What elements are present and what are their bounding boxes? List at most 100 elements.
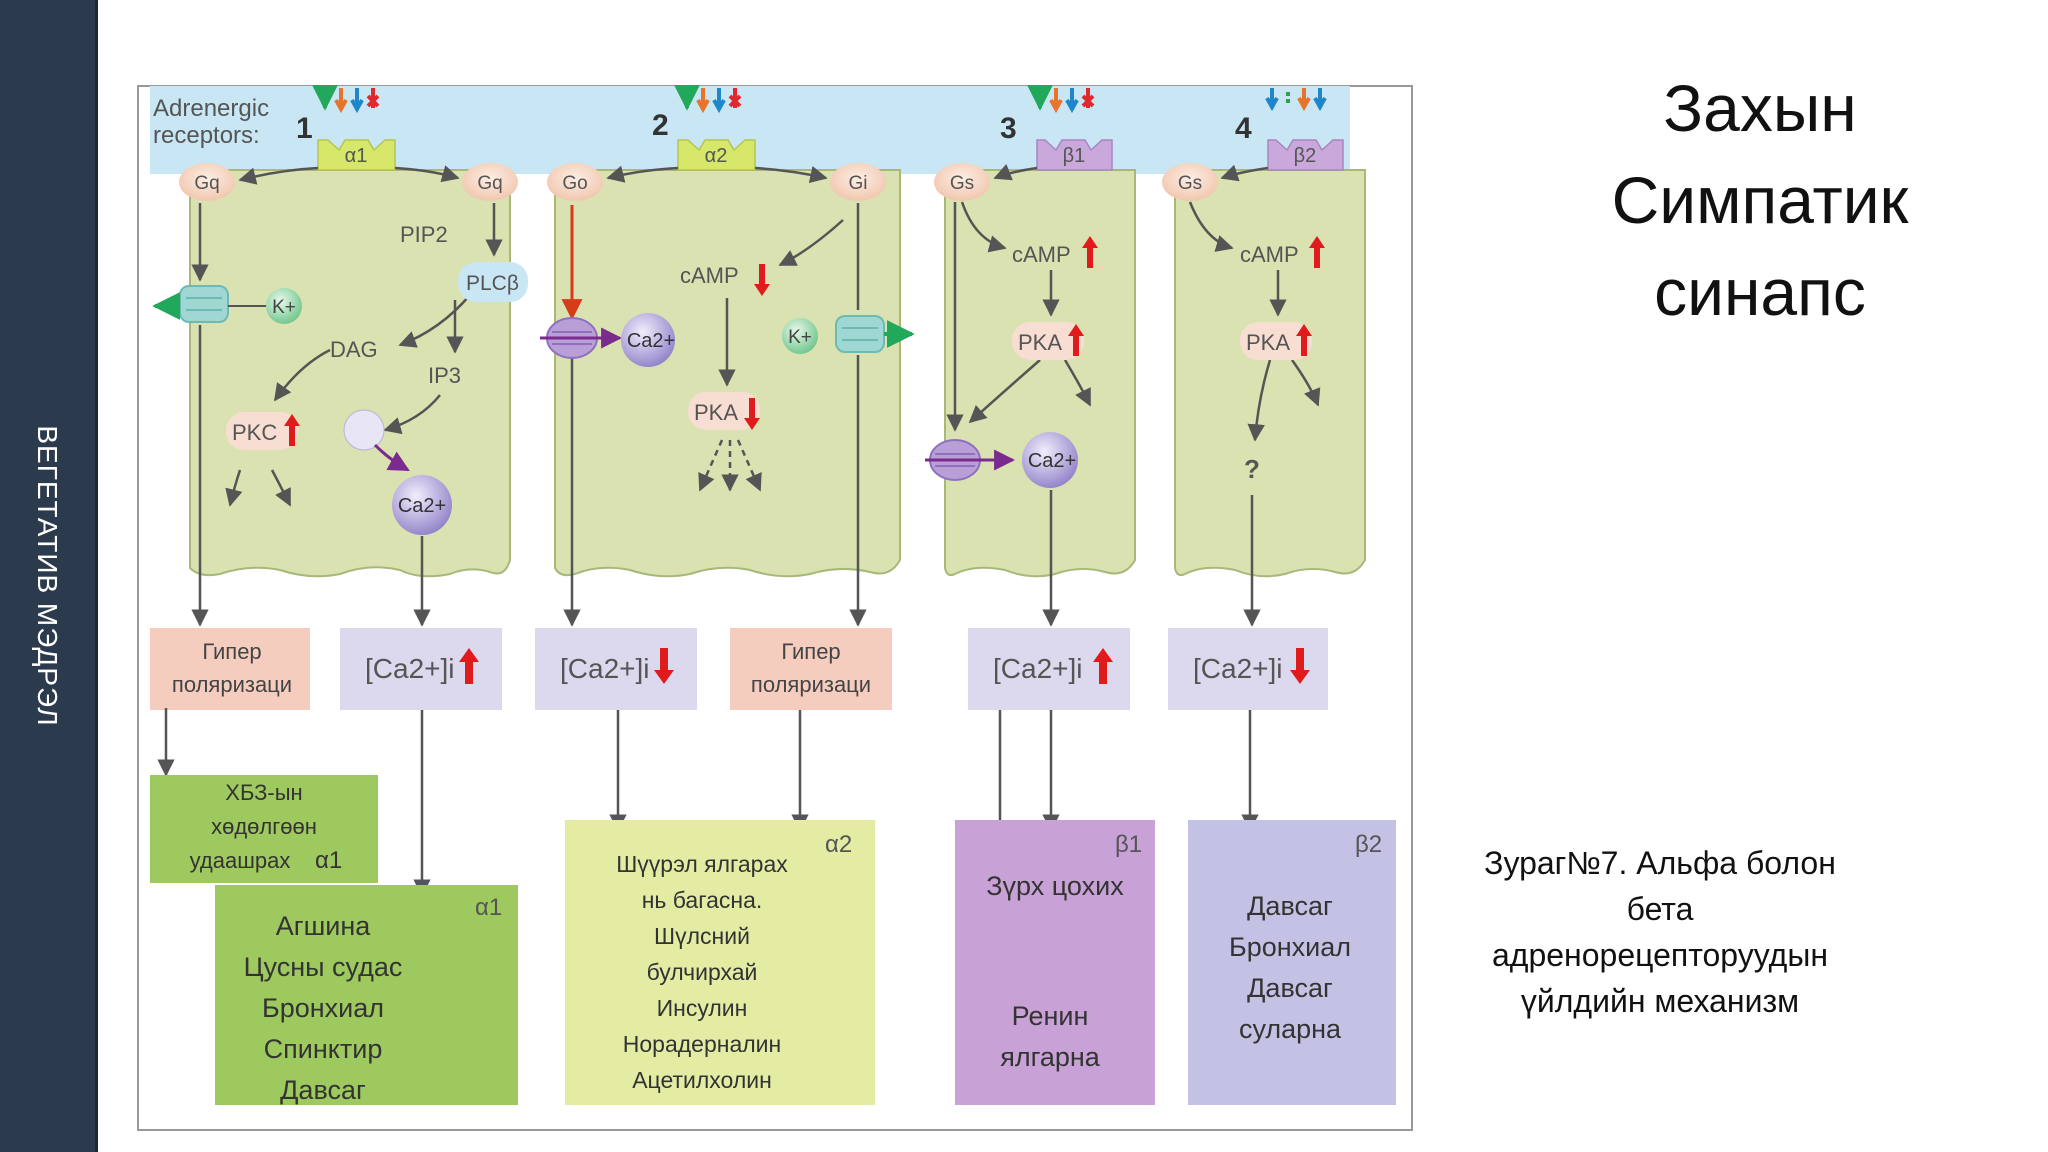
slide-title: Захын Симпатик синапс	[1540, 62, 1980, 338]
beta1-receptor	[1036, 139, 1113, 171]
caption-line: бета	[1626, 891, 1694, 927]
pka-down-arrow-2	[744, 398, 760, 430]
beta1-effects-box	[955, 820, 1155, 1105]
ca-ion-1	[392, 475, 452, 535]
sidebar-title: ВЕГЕТАТИВ МЭДРЭЛ	[32, 425, 63, 727]
ca-ion-2	[621, 313, 675, 367]
camp-label-4: cAMP	[1240, 242, 1299, 267]
col2-pathway-arrows	[563, 203, 867, 627]
pka-up-arrow-4	[1296, 324, 1312, 356]
er-ca-release-arrow	[373, 443, 410, 472]
alpha2-receptor	[677, 139, 756, 171]
pka-bubble-2	[688, 392, 760, 430]
alpha2-receptor-label: α2	[705, 145, 728, 167]
beta2-effect-item: суларна	[1239, 1014, 1342, 1044]
gs-protein-3-label: Gs	[950, 173, 974, 194]
camp-label-3: cAMP	[1012, 242, 1071, 267]
slide-title-line: синапс	[1654, 255, 1866, 329]
beta2-effects-box	[1188, 820, 1396, 1105]
alpha2-effect-item: Шүүрэл ялгарах	[616, 851, 788, 877]
alpha1-effect-item: Давсаг	[280, 1075, 366, 1105]
alpha1-effect-item: Бронхиал	[262, 993, 384, 1023]
unknown-effect-label: ?	[1244, 454, 1260, 484]
beta1-effect-line3: ялгарна	[1000, 1042, 1101, 1072]
alpha2-effect-item: Ацетилхолин	[632, 1067, 772, 1093]
plcb-label: PLCβ	[466, 272, 519, 295]
receptor-gprotein-arrows	[238, 164, 1269, 185]
pka-label-2: PKA	[694, 400, 738, 425]
hyperpolarization-box-1-line1: Гипер	[202, 639, 261, 664]
cns-effect-line1: ХБЗ-ын	[225, 780, 302, 805]
hyperpolarization-box-2	[730, 628, 892, 710]
alpha2-effect-item: Инсулин	[657, 995, 748, 1021]
ligand-arrows-4	[1265, 88, 1327, 112]
alpha1-effect-item: Спинктир	[264, 1034, 383, 1064]
cell-3	[944, 169, 1136, 578]
beta1-receptor-label: β1	[1063, 145, 1086, 167]
pkc-label: PKC	[232, 420, 277, 445]
col4-pathway-arrows	[1188, 201, 1321, 627]
gs-protein-4-label: Gs	[1178, 173, 1202, 194]
cns-effect-line3: удаашрах	[190, 848, 291, 873]
plcb-bubble	[458, 262, 528, 302]
beta1-effects-tag: β1	[1115, 831, 1142, 858]
beta2-receptor-label: β2	[1294, 145, 1317, 167]
alpha1-effects-box	[215, 885, 518, 1105]
gq-protein-right	[462, 163, 518, 201]
go-protein-label: Go	[562, 173, 587, 194]
alpha2-effect-item: булчирхай	[647, 959, 758, 985]
ca-level-box-1	[340, 628, 502, 710]
alpha2-effect-item: Норадерналин	[623, 1031, 781, 1057]
k-ion-1-label: K+	[272, 297, 296, 318]
hyperpolarization-box-1	[150, 628, 310, 710]
alpha1-effects-tag: α1	[475, 894, 502, 921]
alpha2-effects-box	[565, 820, 875, 1105]
receptors-header-line1: Adrenergic	[153, 95, 269, 122]
gs-protein-3	[934, 163, 990, 201]
slide-title-line: Симпатик	[1611, 163, 1909, 237]
ca-level-box-2	[535, 628, 697, 710]
ca-level-box-4-label: [Ca2+]i	[1193, 653, 1283, 684]
figure-caption: Зураг№7. Альфа болон бета адренорецептор…	[1440, 840, 1880, 1024]
pka-up-arrow-3	[1068, 324, 1084, 356]
ca-ion-1-label: Ca2+	[398, 495, 446, 517]
pkc-bubble	[226, 412, 298, 450]
beta2-receptor	[1267, 139, 1344, 171]
col1-pathway-arrows	[191, 203, 503, 627]
hyperpolarization-box-1-line2: поляризаци	[172, 672, 292, 697]
alpha1-receptor-label: α1	[345, 145, 368, 167]
gq-protein-left	[179, 163, 235, 201]
ca-ion-3	[1022, 432, 1078, 488]
camp-down-arrow-2	[754, 264, 770, 296]
k-channel-1	[179, 285, 229, 323]
camp-up-arrow-3	[1082, 236, 1098, 268]
alpha1-effect-item: Агшина	[276, 911, 372, 941]
go-protein	[547, 163, 603, 201]
sidebar: ВЕГЕТАТИВ МЭДРЭЛ	[0, 0, 98, 1152]
gi-protein-label: Gi	[849, 173, 868, 194]
col3-pathway-arrows	[946, 201, 1092, 627]
cell-4	[1174, 169, 1366, 578]
k-ion-2-label: K+	[788, 327, 812, 348]
beta1-effect-line1: Зүрх цохих	[986, 871, 1124, 901]
pka-bubble-3	[1012, 322, 1084, 360]
ip3-label: IP3	[428, 363, 461, 388]
ligand-arrows-3	[1026, 85, 1095, 114]
hyperpolarization-box-2-line2: поляризаци	[751, 672, 871, 697]
gs-protein-4	[1162, 163, 1218, 201]
ca-level-up-arrow-1	[459, 648, 479, 684]
alpha2-effects-tag: α2	[825, 831, 852, 858]
k-ion-1	[266, 288, 302, 324]
ca-level-box-1-label: [Ca2+]i	[365, 653, 455, 684]
alpha1-receptor	[317, 139, 396, 171]
camp-label-2: cAMP	[680, 263, 739, 288]
cns-effect-line2: хөдөлгөөн	[211, 814, 317, 839]
receptors-header-line2: receptors:	[153, 122, 260, 149]
beta1-effect-line2: Ренин	[1012, 1001, 1089, 1031]
dag-label: DAG	[330, 337, 378, 362]
ca-level-box-3-label: [Ca2+]i	[993, 653, 1083, 684]
receptor-number-3: 3	[1000, 112, 1017, 145]
beta2-effect-item: Бронхиал	[1229, 932, 1351, 962]
alpha1-effect-item: Цусны судас	[244, 952, 403, 982]
k-ion-2	[782, 318, 818, 354]
